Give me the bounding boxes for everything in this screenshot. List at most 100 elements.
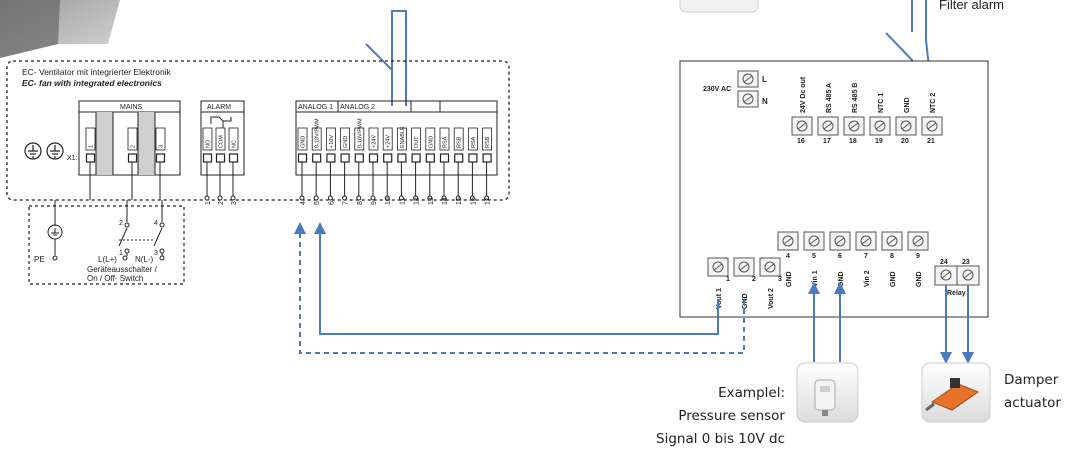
terminal-screw (127, 153, 138, 163)
terminal-slot (849, 122, 859, 130)
controller-left-label: Vout 2 (768, 288, 775, 309)
terminal-screw (738, 261, 750, 273)
terminal-slot (783, 237, 793, 245)
terminal-end (455, 195, 461, 201)
controller-mid-number: 6 (838, 253, 842, 260)
terminal-end (313, 195, 319, 201)
pin-label-box (411, 127, 422, 151)
supply-label: 230V AC (703, 86, 731, 93)
controller-left-number: 3 (778, 276, 782, 283)
fan-terminal-number: 1 (205, 201, 212, 205)
damper-actuator-image (921, 362, 991, 423)
terminal-screw (796, 120, 808, 132)
pin-label-box (311, 127, 322, 151)
switch-n: N(L-) (135, 255, 154, 264)
analog-group (295, 100, 498, 176)
pin-label-box (85, 127, 96, 151)
fan-title-en: EC- fan with integrated electronics (22, 78, 162, 88)
controller-left-number: 2 (752, 276, 756, 283)
terminal-screw (397, 153, 407, 163)
pin-label-box (215, 127, 226, 151)
fan-terminal-number: 2 (218, 201, 225, 205)
fan-terminal-number: 13 (428, 197, 435, 205)
controller-mid-number: 8 (890, 253, 894, 260)
pin-label-box (202, 127, 213, 151)
fan-terminal-number: 16 (470, 197, 477, 205)
pin-label-box (396, 127, 407, 151)
device-top-partial (679, 0, 759, 13)
x1-label: X1: (67, 155, 78, 162)
terminal-screw (860, 235, 872, 247)
fan-terminal-number: 6 (328, 201, 335, 205)
fan-terminal-number: 5 (314, 201, 321, 205)
terminal-screw (822, 120, 834, 132)
terminal-slot (913, 237, 923, 245)
terminal-screw (764, 261, 776, 273)
terminal-end (384, 195, 390, 201)
controller-top-label: 24V Dc out (800, 76, 807, 113)
terminal-screw (297, 153, 308, 163)
terminal-screw (454, 153, 464, 163)
pin-label-box (482, 127, 493, 151)
terminal-screw (926, 120, 938, 132)
fan-terminal-number: 4 (300, 201, 307, 205)
switch-caption-en: On / Off- Switch (87, 274, 143, 283)
mains-label: MAINS (120, 104, 143, 111)
controller-top-label: RS 485 B (852, 83, 859, 113)
controller-mid-number: 7 (864, 253, 868, 260)
controller-top-number: 21 (927, 138, 935, 145)
supply-terminals (737, 70, 759, 108)
terminal-screw (411, 153, 421, 163)
mains-group (78, 100, 181, 176)
controller-top-number: 16 (797, 138, 805, 145)
terminal-end (204, 195, 210, 201)
ground-icon (46, 142, 64, 160)
terminal-slot (739, 263, 749, 271)
controller-top-label: GND (904, 97, 911, 113)
analog-pin-label: +10V (329, 135, 335, 148)
pin-label-box (228, 127, 239, 151)
supply-l-label: L (762, 75, 767, 84)
relay-label: Relay (947, 290, 966, 297)
terminal-end (398, 195, 404, 201)
terminal-end (217, 195, 223, 201)
fan-terminal-number: 15 (456, 197, 463, 205)
terminal-screw (439, 153, 450, 163)
pin-label-box (368, 127, 379, 151)
analog-pin-label: GND (343, 136, 349, 148)
ground-icon (24, 142, 42, 160)
switch-num-2: 2 (119, 220, 123, 227)
fan-terminal-number: 7 (343, 201, 350, 205)
controller-mid-label: Vin 1 (812, 270, 819, 287)
terminal-screw (468, 153, 478, 163)
mains-pin-label: 3 (159, 145, 165, 148)
fan-terminal-number: 12 (414, 197, 421, 205)
terminal-screw (712, 261, 724, 273)
terminal-end (427, 195, 433, 201)
terminal-slot (875, 122, 885, 130)
mains-pin-label: 2 (131, 145, 137, 148)
terminal-end (370, 195, 376, 201)
pin-label-box (425, 127, 436, 151)
controller-top-number: 17 (823, 138, 831, 145)
supply-n-label: N (762, 97, 768, 106)
controller-top-label: NTC 2 (930, 93, 937, 113)
terminal-screw (886, 235, 898, 247)
terminal-slot (809, 237, 819, 245)
analog1-label: ANALOG 1 (298, 104, 333, 111)
pin-label-box (325, 127, 336, 151)
switch-pe: PE (34, 255, 45, 264)
switch-num-1: 1 (119, 250, 123, 257)
terminal-end (342, 195, 348, 201)
terminal-end (413, 195, 419, 201)
controller-left-label: GND (742, 293, 749, 309)
analog-pin-label: GND (428, 136, 434, 148)
top-wires (365, 10, 407, 106)
terminal-slot (835, 237, 845, 245)
pressure-sensor-image (796, 362, 859, 423)
analog-pin-label: +24V (372, 135, 378, 148)
